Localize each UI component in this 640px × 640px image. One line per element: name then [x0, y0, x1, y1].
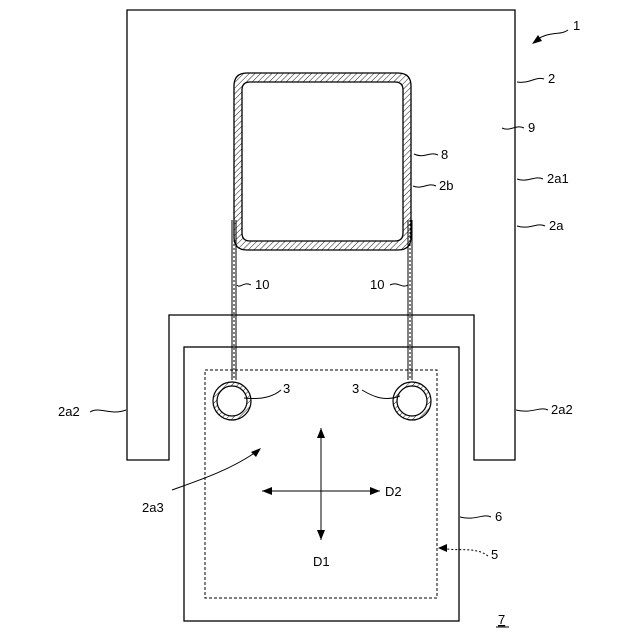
- label-10-left: 10: [255, 277, 269, 292]
- label-8: 8: [441, 147, 448, 162]
- label-2a2-left: 2a2: [58, 404, 80, 419]
- label-1: 1: [573, 18, 580, 33]
- label-10-right: 10: [370, 277, 384, 292]
- hole-left: [213, 382, 251, 420]
- label-3-right: 3: [352, 381, 359, 396]
- label-2a3: 2a3: [142, 500, 164, 515]
- leader-lines: [90, 30, 568, 556]
- label-d1: D1: [313, 554, 330, 569]
- label-6: 6: [495, 509, 502, 524]
- label-fig-7: 7: [498, 612, 505, 627]
- label-3-left: 3: [283, 381, 290, 396]
- label-2a2-right: 2a2: [551, 402, 573, 417]
- square-tube: [234, 73, 411, 250]
- label-d2: D2: [385, 484, 402, 499]
- label-9: 9: [528, 120, 535, 135]
- direction-arrows: [262, 428, 380, 540]
- hole-right: [393, 382, 431, 420]
- label-2: 2: [548, 71, 555, 86]
- label-2a: 2a: [549, 218, 564, 233]
- label-2b: 2b: [439, 178, 453, 193]
- label-5: 5: [491, 547, 498, 562]
- label-2a1: 2a1: [547, 171, 569, 186]
